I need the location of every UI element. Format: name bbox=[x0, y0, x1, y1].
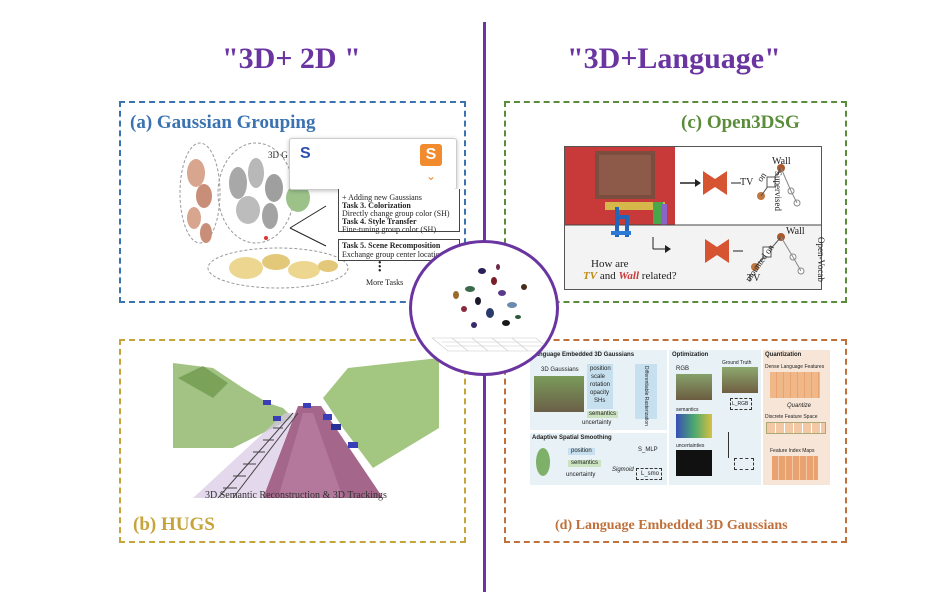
quantization-title: Quantization bbox=[765, 352, 802, 358]
task-style-transfer: Task 4. Style Transfer bbox=[342, 217, 417, 226]
leaf-icon bbox=[536, 448, 550, 476]
question-line2: TV and Wall related? bbox=[583, 270, 677, 282]
question-end: related? bbox=[641, 270, 677, 282]
adaptive-block-bg bbox=[530, 433, 667, 485]
adaptive-uncertainty: uncertainty bbox=[566, 472, 596, 478]
question-line1: How are bbox=[591, 258, 629, 270]
label-tv-bottom: TV bbox=[747, 273, 761, 284]
heading-3d-language: "3D+Language" bbox=[567, 42, 781, 75]
sigmoid-label: Sigmoid bbox=[612, 467, 634, 473]
gt-thumbnail bbox=[722, 367, 758, 393]
panel-d-title: (d) Language Embedded 3D Gaussians bbox=[555, 518, 788, 533]
panel-hugs bbox=[119, 339, 466, 543]
raster-label: Differentiable Rasterization bbox=[643, 366, 649, 426]
attr-scale: scale bbox=[591, 374, 606, 380]
hugs-street-scene bbox=[173, 358, 439, 498]
l-smo-label: L_smo bbox=[641, 471, 660, 477]
task-colorization-desc: Directly change group color (SH) bbox=[342, 209, 450, 218]
uncertainty-map-thumbnail bbox=[676, 450, 712, 476]
panel-a-title: (a) Gaussian Grouping bbox=[130, 112, 316, 133]
semantics-tag: semantics bbox=[587, 411, 619, 418]
attr-position: position bbox=[590, 366, 611, 372]
attr-rotation: rotation bbox=[590, 382, 611, 388]
label-wall-top: Wall bbox=[772, 156, 791, 167]
adaptive-semantics: semantics bbox=[568, 460, 602, 467]
adaptive-position: position bbox=[568, 448, 595, 455]
panel-c-title: (c) Open3DSG bbox=[681, 112, 800, 133]
panel-gaussian-grouping bbox=[119, 101, 466, 303]
center-gaussian-circle bbox=[409, 240, 559, 376]
rgb-label: RGB bbox=[676, 366, 690, 372]
uncertainties-label: uncertainties bbox=[676, 443, 705, 449]
tasks-box-upper bbox=[338, 189, 460, 232]
adaptive-title: Adaptive Spatial Smoothing bbox=[532, 435, 612, 441]
panel-b-title: (b) HUGS bbox=[133, 514, 215, 535]
l-rgb-box bbox=[730, 398, 752, 410]
panel-language-embedded bbox=[504, 339, 847, 543]
label-tv-top: TV bbox=[740, 177, 754, 188]
semantics-map-thumbnail bbox=[676, 414, 712, 438]
chevron-down-icon[interactable]: ⌄ bbox=[426, 169, 437, 183]
input-method-popup[interactable]: S S ⌄ bbox=[289, 138, 457, 190]
uncertainty-tag: uncertainty bbox=[582, 420, 612, 426]
quantize-label: Quantize bbox=[787, 403, 812, 409]
l-rgb-label: L_RGB bbox=[732, 401, 749, 407]
label-wall-bottom: Wall bbox=[786, 226, 805, 237]
vertical-dots: ••• bbox=[378, 258, 382, 277]
sigmoid-arrow bbox=[728, 432, 729, 458]
index-maps-label: Feature Index Maps bbox=[770, 448, 815, 454]
task-recomposition: Task 5. Scene Recomposition bbox=[342, 241, 441, 250]
optimization-title: Optimization bbox=[672, 352, 709, 358]
lang-block-title: Language Embedded 3D Gaussians bbox=[532, 352, 635, 358]
attr-shs: SHs bbox=[594, 398, 606, 404]
gauss3d-label: 3D Gaussians bbox=[541, 367, 579, 373]
dense-feature-grid bbox=[770, 372, 820, 398]
rgb-thumbnail bbox=[676, 374, 712, 400]
heading-3d-2d: "3D+ 2D " bbox=[222, 42, 361, 75]
hugs-caption: 3D Semantic Reconstruction & 3D Tracking… bbox=[205, 490, 387, 501]
label-open-vocab: Open-Vocab bbox=[816, 237, 826, 282]
park-thumbnail bbox=[534, 376, 584, 412]
panel-open3dsg bbox=[504, 101, 847, 303]
dense-feat-label: Dense Language Features bbox=[765, 364, 825, 370]
attr-box bbox=[587, 364, 613, 409]
question-wall: Wall bbox=[618, 270, 640, 282]
label-3dg: 3D G bbox=[268, 150, 288, 160]
discrete-feature-strip bbox=[766, 422, 826, 434]
task-add-gaussians: + Adding new Gaussians bbox=[342, 193, 422, 202]
attr-opacity: opacity bbox=[590, 390, 610, 396]
task-style-transfer-desc: Fine-tuning group color (SH) bbox=[342, 225, 436, 234]
semantics-map-label: semantics bbox=[676, 407, 699, 413]
s-mlp-label: S_MLP bbox=[638, 447, 658, 453]
l-s-box bbox=[734, 458, 754, 470]
open3dsg-scene bbox=[565, 147, 821, 289]
gaussian-grouping-illustration bbox=[179, 142, 349, 289]
label-supervised: Supervised bbox=[773, 171, 783, 211]
question-and: and bbox=[599, 270, 616, 282]
question-tv: TV bbox=[583, 270, 598, 282]
more-tasks: More Tasks bbox=[366, 278, 404, 287]
task-recomposition-desc: Exchange group center locations bbox=[342, 250, 447, 259]
index-map-grid bbox=[772, 456, 818, 480]
gaussian-splat-plot bbox=[431, 264, 553, 352]
l-smo-box bbox=[636, 468, 662, 480]
raster-block bbox=[635, 364, 657, 419]
discrete-label: Discrete Feature Space bbox=[765, 414, 818, 420]
sogou-logo-icon: S bbox=[420, 144, 442, 166]
popup-text: S bbox=[300, 145, 311, 162]
ground-truth-label: Ground Truth bbox=[722, 360, 752, 366]
task-colorization: Task 3. Colorization bbox=[342, 201, 411, 210]
